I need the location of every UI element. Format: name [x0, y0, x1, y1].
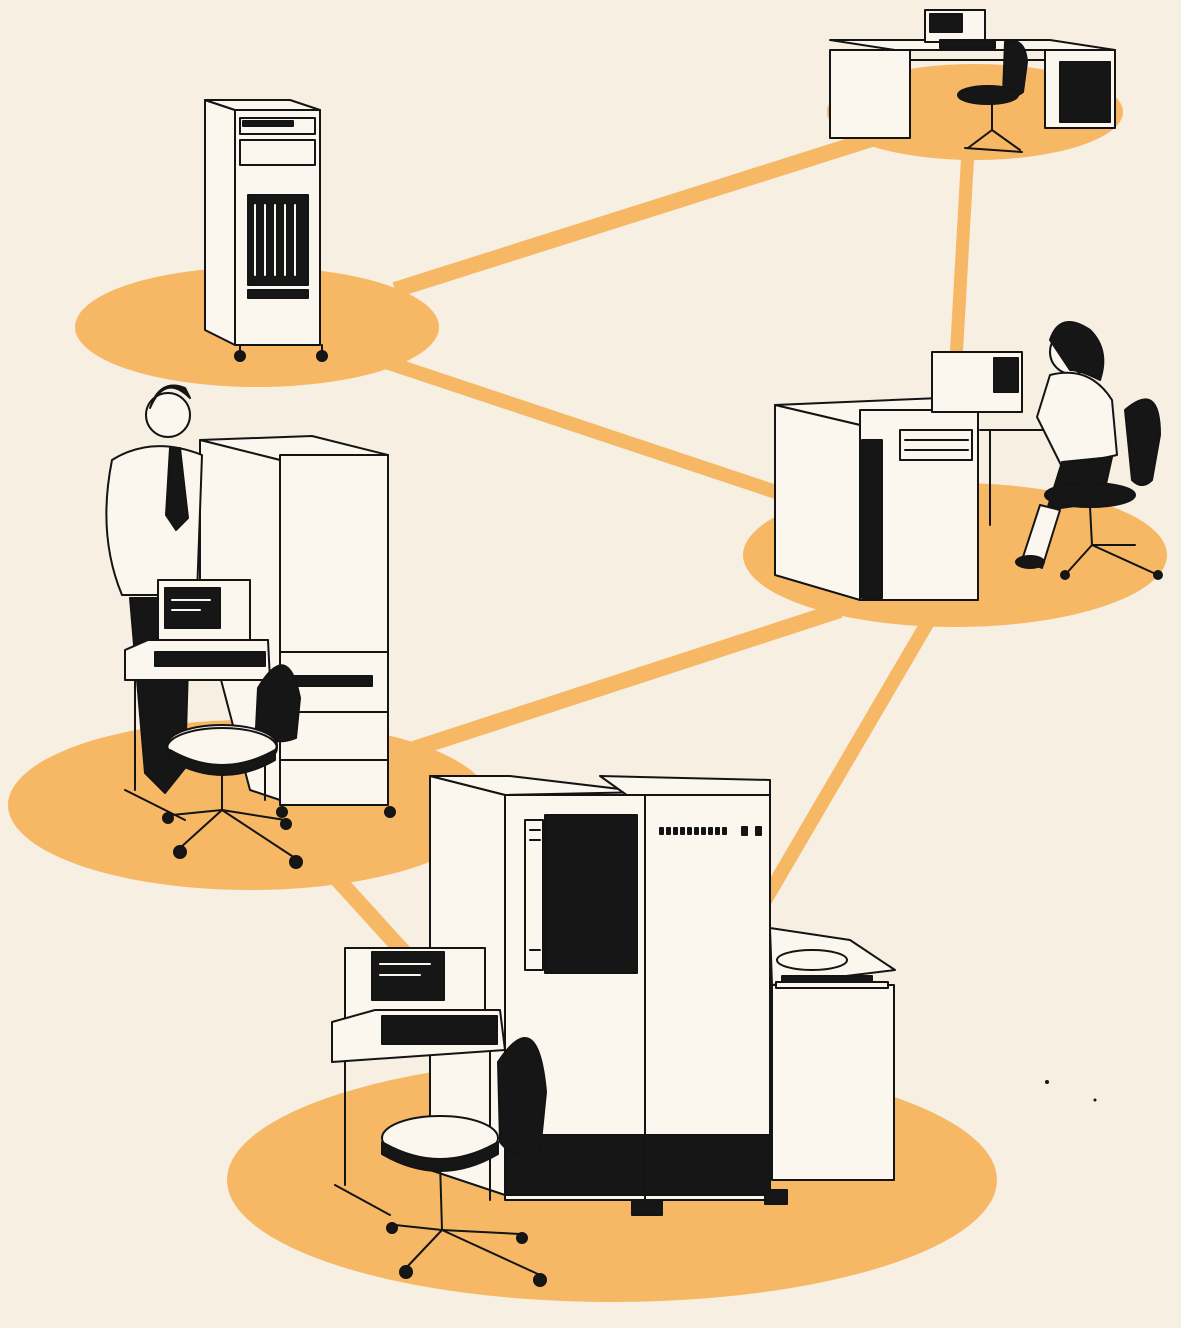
link-rack-desk [395, 130, 900, 290]
rack-cabinet [205, 100, 327, 361]
indicator-lights [660, 827, 761, 835]
paper-specks [1045, 1080, 1097, 1102]
link-man-woman [380, 610, 840, 760]
disk-drive [770, 928, 895, 1180]
